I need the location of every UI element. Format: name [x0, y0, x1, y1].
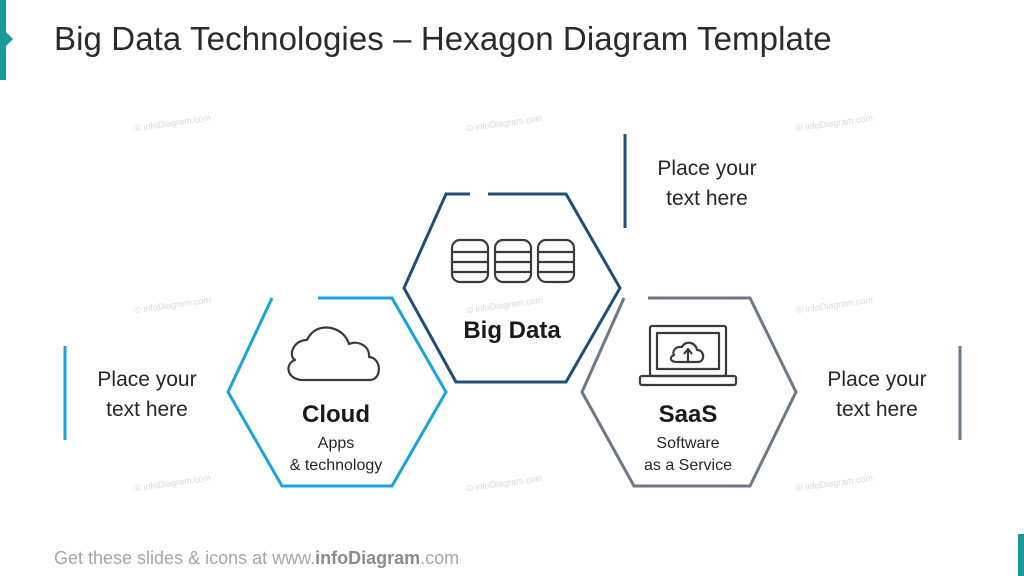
callout-top-line1: Place your	[657, 157, 756, 180]
slide-title: Big Data Technologies – Hexagon Diagram …	[54, 20, 832, 57]
footer-brand[interactable]: infoDiagram	[315, 548, 421, 568]
callout-right-line1: Place your	[827, 368, 926, 391]
hexagon-cloud-line2: & technology	[290, 457, 383, 474]
callout-left-line2: text here	[106, 398, 188, 421]
right-accent-bar	[1018, 534, 1024, 576]
hexagon-outline-saas	[580, 296, 798, 488]
hexagon-cloud-line1: Apps	[318, 435, 354, 452]
hexagon-saas-line2: as a Service	[644, 457, 732, 474]
callout-top-line2: text here	[666, 187, 748, 210]
footer-credit: Get these slides & icons at www.infoDiag…	[54, 548, 459, 569]
footer-suffix: .com	[420, 548, 460, 568]
hexagon-cloud-title: Cloud	[302, 401, 370, 428]
callout-right[interactable]: Place your text here	[827, 368, 926, 421]
hexagon-saas-line1: Software	[656, 435, 719, 452]
hexagon-saas-title: SaaS	[659, 401, 718, 428]
hexagon-outline-big-data	[402, 192, 622, 384]
cloud-icon	[287, 326, 380, 382]
left-accent-bar	[0, 0, 13, 80]
callout-top[interactable]: Place your text here	[657, 157, 756, 210]
callout-right-line2: text here	[836, 398, 918, 421]
laptop-cloud-upload-icon	[638, 324, 738, 387]
database-icon	[450, 238, 576, 284]
hexagon-big-data[interactable]: Big Data	[402, 192, 622, 384]
callout-left-line1: Place your	[97, 368, 196, 391]
hexagon-cloud[interactable]: Cloud Apps & technology	[226, 296, 448, 488]
callout-left[interactable]: Place your text here	[97, 368, 196, 421]
hexagon-saas[interactable]: SaaS Software as a Service	[580, 296, 798, 488]
hexagon-outline-cloud	[226, 296, 448, 488]
footer-prefix: Get these slides & icons at www.	[54, 548, 316, 568]
hexagon-big-data-title: Big Data	[463, 317, 561, 344]
